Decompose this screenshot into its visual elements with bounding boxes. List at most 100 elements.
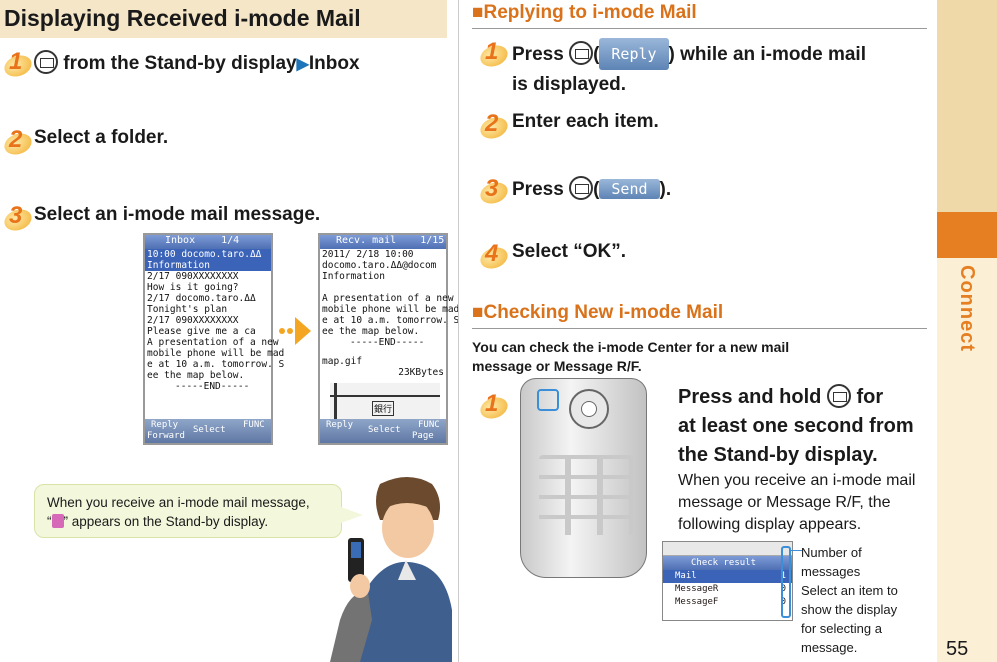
map-image: 銀行 <box>330 383 440 419</box>
reply-step3: Press (Send). <box>512 176 671 201</box>
flow-dot <box>279 328 285 334</box>
preview-line: -----END----- <box>175 381 250 392</box>
softkey-reply: Reply <box>151 420 179 430</box>
mail-body-line: A presentation of a new <box>322 293 454 304</box>
list-item: 2/17 090XXXXXXXX <box>147 271 239 282</box>
list-item: 2/17 090XXXXXXXX <box>147 315 239 326</box>
chapter-side-tab: Connect <box>937 0 997 662</box>
check-step1-text: Press and hold for at least one second f… <box>678 384 914 466</box>
reply-step-number-2: 2 <box>477 110 511 143</box>
mail-key-icon <box>569 41 594 65</box>
preview-line: A presentation of a new <box>147 337 279 348</box>
bubble-line-1: When you receive an i-mode mail message, <box>47 495 310 510</box>
list-item: 2/17 docomo.taro.ΔΔ <box>147 293 256 304</box>
reply-step1: Press (Reply) while an i-mode mail is di… <box>512 38 866 100</box>
mail-body-line: mobile phone will be mad <box>322 304 460 315</box>
softkey-forward: Forward <box>147 431 185 441</box>
reply-step2: Enter each item. <box>512 111 659 132</box>
mail-key-icon <box>826 384 851 408</box>
inbox-softkeys: Reply Forward Select FUNC <box>145 419 271 443</box>
reply-step-number-4: 4 <box>477 240 511 273</box>
flow-arrow-icon <box>295 317 311 345</box>
mail-body-line: -----END----- <box>350 337 425 348</box>
status-bar <box>663 542 792 556</box>
check-step1-body: When you receive an i-mode mail message … <box>678 472 916 533</box>
keypad-grid <box>539 455 633 535</box>
page-number: 55 <box>946 638 969 660</box>
preview-line: e at 10 a.m. tomorrow. S <box>147 359 285 370</box>
list-item: 10:00 docomo.taro.ΔΔ <box>145 249 271 260</box>
person-illustration <box>330 477 452 662</box>
list-item: Tonight's plan <box>147 304 228 315</box>
step-number-2: 2 <box>1 126 35 159</box>
step-number-1: 1 <box>1 48 35 81</box>
softkey-func: FUNC <box>418 420 440 430</box>
mail-key-highlight <box>537 389 559 411</box>
step1-inbox: Inbox <box>308 53 360 74</box>
mail-subject: Information <box>322 271 385 282</box>
mail-key-icon <box>569 176 594 200</box>
section-rule <box>472 328 927 329</box>
check-result-header: Check result <box>663 556 792 570</box>
page-title: Displaying Received i-mode Mail <box>4 5 361 31</box>
recv-softkeys: Reply Select FUNC Page <box>320 419 446 443</box>
list-item: Information <box>145 260 271 271</box>
mail-from: docomo.taro.ΔΔ@docom <box>322 260 437 271</box>
softkey-reply: Reply <box>326 420 354 430</box>
mail-key-icon <box>34 50 58 74</box>
inbox-header: Inbox 1/4 <box>145 235 271 249</box>
step-number-3: 3 <box>1 202 35 235</box>
send-softkey: Send <box>599 179 660 199</box>
step1-line: from the Stand-by display▶Inbox <box>34 50 360 75</box>
attachment-name: map.gif <box>322 356 363 367</box>
count-mail: 1 <box>780 571 786 581</box>
flow-dot <box>287 328 293 334</box>
reply-step-number-3: 3 <box>477 175 511 208</box>
step3-text: Select an i-mode mail message. <box>34 204 321 225</box>
mail-date: 2011/ 2/18 10:00 <box>322 249 414 260</box>
new-mail-icon <box>51 514 64 528</box>
check-description: You can check the i-mode Center for a ne… <box>472 339 790 374</box>
callout-text: Number of messages Select an item to sho… <box>801 545 898 655</box>
preview-line: mobile phone will be mad <box>147 348 285 359</box>
column-divider <box>458 0 459 662</box>
section-rule <box>472 28 927 29</box>
reply-section-heading: ■Replying to i-mode Mail <box>472 2 697 23</box>
phone-keypad-illustration <box>520 378 647 578</box>
step2-text: Select a folder. <box>34 127 169 148</box>
check-step-number-1: 1 <box>477 390 511 423</box>
attachment-size: 23KBytes <box>398 367 444 378</box>
bubble-line-2: appears on the Stand-by display. <box>71 514 269 529</box>
chapter-label: Connect <box>956 265 978 352</box>
mail-blank <box>320 282 446 293</box>
count-highlight <box>781 546 791 618</box>
softkey-select: Select <box>368 425 401 435</box>
softkey-select: Select <box>193 425 226 435</box>
mail-body-line: e at 10 a.m. tomorrow. S <box>322 315 460 326</box>
softkey-func: FUNC <box>243 420 265 430</box>
title-bar: Displaying Received i-mode Mail <box>0 0 447 38</box>
map-label: 銀行 <box>372 401 395 416</box>
recv-header: Recv. mail 1/15 <box>320 235 446 249</box>
arrow-right-icon: ▶ <box>296 56 309 73</box>
chapter-marker <box>937 212 997 258</box>
received-mail-screen: Recv. mail 1/15 2011/ 2/18 10:00 docomo.… <box>318 233 460 445</box>
reply-step4: Select “OK”. <box>512 241 627 262</box>
mail-body-line: ee the map below. <box>322 326 420 337</box>
list-item: Please give me a ca <box>147 326 256 337</box>
step1-text: from the Stand-by display <box>63 53 297 74</box>
check-section-heading: ■Checking New i-mode Mail <box>472 302 724 323</box>
count-messager: 0 <box>780 584 786 594</box>
reply-step-number-1: 1 <box>477 38 511 71</box>
preview-line: ee the map below. <box>147 370 245 381</box>
count-messagef: 0 <box>780 597 786 607</box>
list-item: How is it going? <box>147 282 239 293</box>
reply-softkey: Reply <box>599 38 669 70</box>
inbox-screen: Inbox 1/4 10:00 docomo.taro.ΔΔ Informati… <box>143 233 285 445</box>
tip-bubble: When you receive an i-mode mail message,… <box>34 484 363 538</box>
softkey-page: Page <box>412 431 434 441</box>
